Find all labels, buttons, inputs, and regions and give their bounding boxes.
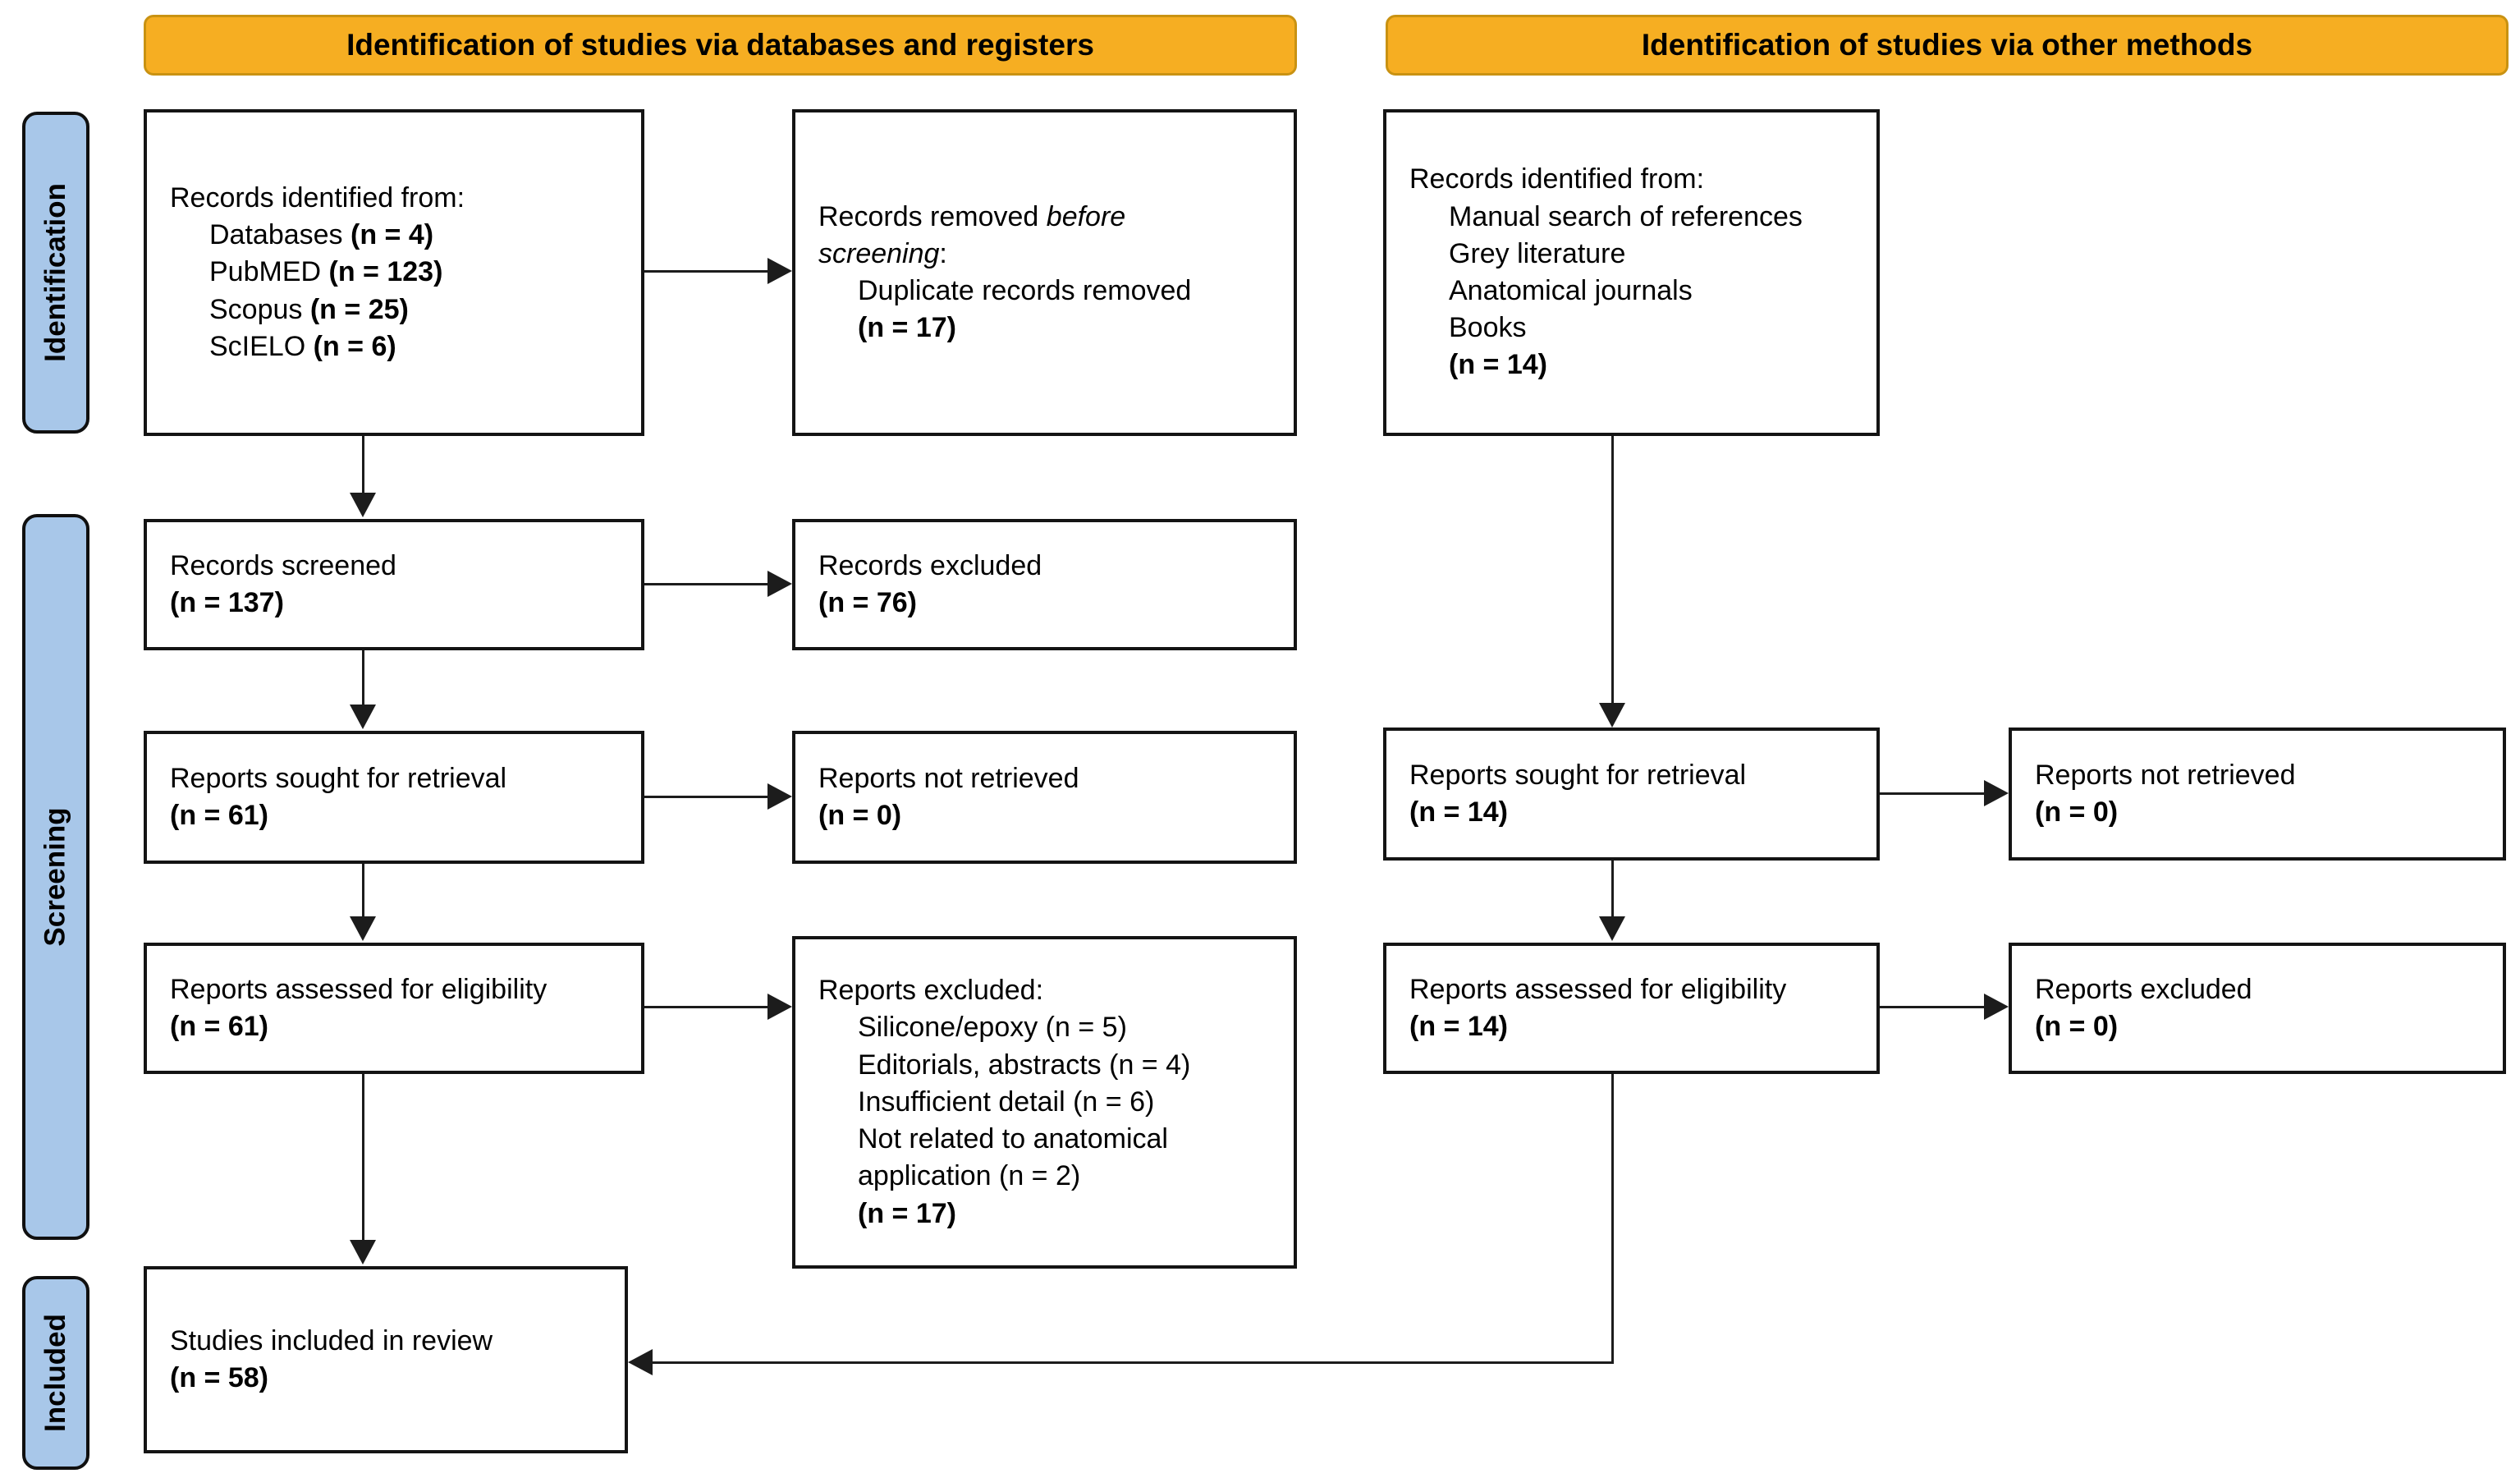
list-item: Manual search of references [1449, 200, 1803, 232]
list-item: Insufficient detail (n = 6) [858, 1086, 1155, 1118]
arrow-screened-to-excluded-line [644, 583, 769, 585]
count-line: (n = 0) [2035, 1011, 2119, 1042]
header-other-methods-label: Identification of studies via other meth… [1641, 28, 2253, 62]
list-item: ScIELO (n = 6) [209, 330, 396, 362]
box-reports-sought-databases: Reports sought for retrieval (n = 61) [144, 731, 644, 864]
stage-screening-label: Screening [39, 807, 72, 947]
box-reports-not-retrieved-other: Reports not retrieved (n = 0) [2009, 728, 2506, 861]
list-item: Scopus (n = 25) [209, 293, 409, 325]
count-line: (n = 61) [170, 800, 268, 831]
arrow-assessed-other-to-excluded-line [1880, 1006, 1986, 1008]
stage-screening: Screening [22, 514, 89, 1240]
arrow-sought-other-to-assessed-line [1611, 861, 1614, 918]
count-line: (n = 14) [1409, 796, 1508, 828]
stage-identification: Identification [22, 112, 89, 434]
box-reports-excluded-reasons: Reports excluded: Silicone/epoxy (n = 5)… [792, 936, 1297, 1269]
header-other-methods: Identification of studies via other meth… [1386, 15, 2509, 76]
arrow-identified-other-to-sought-line [1611, 436, 1614, 705]
header-databases-registers: Identification of studies via databases … [144, 15, 1297, 76]
list-item: Databases (n = 4) [209, 219, 434, 251]
box-title: Records identified from: [170, 181, 465, 213]
count-line: (n = 14) [1409, 1011, 1508, 1042]
list-item: Books [1449, 312, 1527, 344]
list-item: Duplicate records removed [858, 275, 1192, 306]
box-label: Reports sought for retrieval [1409, 759, 1747, 791]
arrow-identified-db-to-screened-head [350, 493, 376, 517]
arrow-sought-to-assessed-line [362, 864, 364, 918]
arrow-assessed-to-included-head [350, 1240, 376, 1265]
box-records-removed-before-screening: Records removed before screening: Duplic… [792, 109, 1297, 436]
box-label: Reports assessed for eligibility [170, 973, 548, 1005]
arrow-assessed-to-included-line [362, 1074, 364, 1242]
box-reports-sought-other: Reports sought for retrieval (n = 14) [1383, 728, 1880, 861]
box-label: Reports excluded [2035, 973, 2252, 1005]
count-line: (n = 0) [818, 800, 902, 831]
box-label: Reports not retrieved [818, 762, 1079, 794]
box-records-excluded: Records excluded (n = 76) [792, 519, 1297, 650]
box-label: Records excluded [818, 549, 1042, 581]
count-line: (n = 14) [1449, 349, 1547, 381]
list-item: Grey literature [1449, 237, 1626, 269]
list-item: Editorials, abstracts (n = 4) [858, 1049, 1191, 1081]
count-line: (n = 58) [170, 1362, 268, 1393]
box-reports-assessed-databases: Reports assessed for eligibility (n = 61… [144, 943, 644, 1074]
arrow-sought-to-notretrieved-head [767, 783, 792, 810]
box-reports-not-retrieved-databases: Reports not retrieved (n = 0) [792, 731, 1297, 864]
arrow-screened-to-excluded-head [767, 571, 792, 597]
box-reports-assessed-other: Reports assessed for eligibility (n = 14… [1383, 943, 1880, 1074]
arrow-assessed-other-elbow-vertical [1611, 1074, 1614, 1364]
arrow-screened-to-sought-head [350, 705, 376, 729]
stage-included: Included [22, 1276, 89, 1470]
list-item: Anatomical journals [1449, 275, 1693, 306]
arrow-assessed-other-to-excluded-head [1984, 994, 2009, 1020]
arrow-assessed-other-to-included-head [628, 1349, 653, 1375]
arrow-sought-to-assessed-head [350, 916, 376, 941]
box-reports-excluded-other: Reports excluded (n = 0) [2009, 943, 2506, 1074]
box-records-identified-other: Records identified from: Manual search o… [1383, 109, 1880, 436]
box-label: Reports not retrieved [2035, 759, 2296, 791]
arrow-sought-to-notretrieved-line [644, 796, 769, 798]
count-line: (n = 76) [818, 587, 917, 618]
list-item: PubMED (n = 123) [209, 256, 443, 288]
arrow-identified-to-removed-head [767, 258, 792, 284]
header-databases-label: Identification of studies via databases … [346, 28, 1094, 62]
arrow-identified-to-removed-line [644, 270, 769, 273]
arrow-assessed-to-excluded-head [767, 994, 792, 1020]
arrow-identified-other-to-sought-head [1599, 703, 1625, 728]
stage-identification-label: Identification [39, 183, 71, 362]
arrow-sought-other-to-notretrieved-line [1880, 792, 1986, 795]
box-records-identified-databases: Records identified from: Databases (n = … [144, 109, 644, 436]
box-records-screened: Records screened (n = 137) [144, 519, 644, 650]
box-label: Reports sought for retrieval [170, 762, 507, 794]
arrow-sought-other-to-notretrieved-head [1984, 780, 2009, 806]
arrow-assessed-other-elbow-horizontal [653, 1361, 1614, 1364]
box-label: Records screened [170, 549, 396, 581]
stage-included-label: Included [39, 1314, 71, 1432]
list-item: Silicone/epoxy (n = 5) [858, 1012, 1127, 1044]
box-title: Records identified from: [1409, 163, 1705, 195]
arrow-assessed-to-excluded-line [644, 1006, 769, 1008]
arrow-sought-other-to-assessed-head [1599, 916, 1625, 941]
box-label: Reports assessed for eligibility [1409, 973, 1787, 1005]
arrow-identified-db-to-screened-line [362, 436, 364, 494]
arrow-screened-to-sought-line [362, 650, 364, 708]
count-line: (n = 17) [858, 1197, 956, 1229]
count-line: (n = 17) [858, 312, 956, 344]
box-title: Records removed before screening: [818, 200, 1126, 269]
box-label: Studies included in review [170, 1324, 493, 1356]
box-studies-included: Studies included in review (n = 58) [144, 1266, 628, 1453]
count-line: (n = 0) [2035, 796, 2119, 828]
count-line: (n = 61) [170, 1011, 268, 1042]
list-item: Not related to anatomical application (n… [858, 1123, 1168, 1192]
count-line: (n = 137) [170, 587, 284, 618]
box-title: Reports excluded: [818, 975, 1044, 1007]
